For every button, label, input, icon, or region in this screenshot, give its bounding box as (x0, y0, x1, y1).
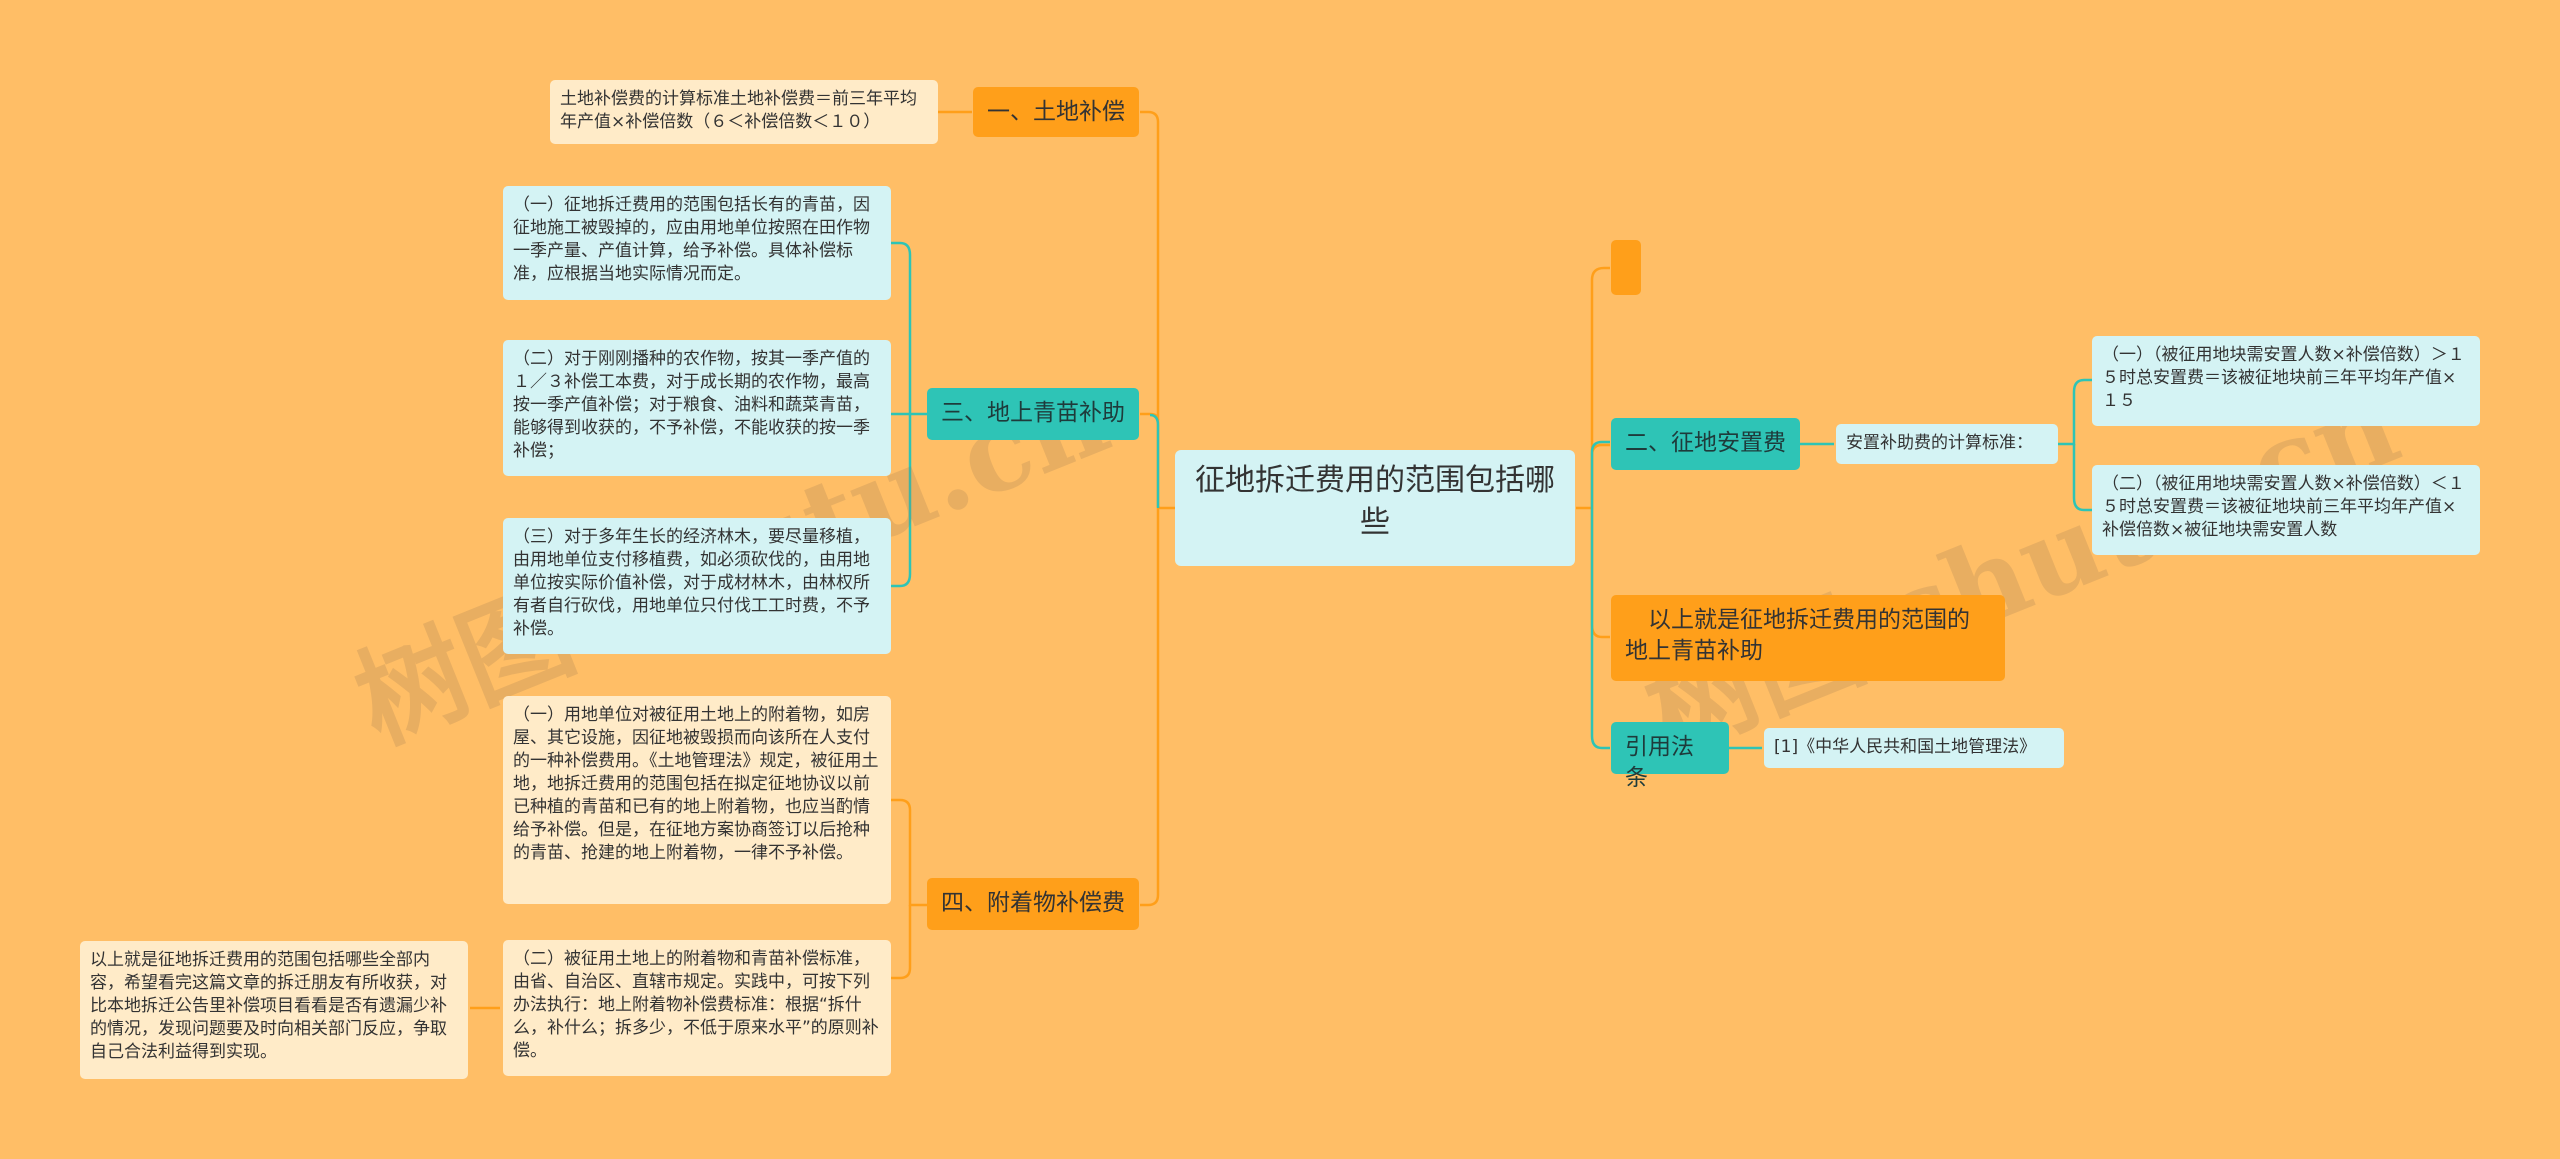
branch-cited-law[interactable]: 引用法条 (1611, 722, 1729, 791)
leaf-attachment-item-2[interactable]: （二）被征用土地上的附着物和青苗补偿标准，由省、自治区、直辖市规定。实践中，可按… (503, 940, 891, 1076)
central-topic[interactable]: 征地拆迁费用的范围包括哪些 (1175, 450, 1575, 566)
leaf-resettlement-case-2[interactable]: （二）（被征用地块需安置人数×补偿倍数）＜１５时总安置费＝该被征地块前三年平均年… (2092, 465, 2480, 555)
branch-resettlement-fee[interactable]: 二、征地安置费 (1611, 418, 1800, 470)
leaf-land-compensation-formula[interactable]: 土地补偿费的计算标准土地补偿费＝前三年平均年产值×补偿倍数（６＜补偿倍数＜１０） (550, 80, 938, 144)
branch-land-compensation[interactable]: 一、土地补偿 (973, 87, 1139, 137)
leaf-conclusion-note[interactable]: 以上就是征地拆迁费用的范围包括哪些全部内容，希望看完这篇文章的拆迁朋友有所收获，… (80, 941, 468, 1079)
leaf-land-management-law[interactable]: [1]《中华人民共和国土地管理法》 (1764, 728, 2064, 768)
leaf-crop-item-1[interactable]: （一）征地拆迁费用的范围包括长有的青苗，因征地施工被毁掉的，应由用地单位按照在田… (503, 186, 891, 300)
leaf-attachment-item-1[interactable]: （一）用地单位对被征用土地上的附着物，如房屋、其它设施，因征地被毁损而向该所在人… (503, 696, 891, 904)
leaf-crop-item-3[interactable]: （三）对于多年生长的经济林木，要尽量移植，由用地单位支付移植费，如必须砍伐的，由… (503, 518, 891, 654)
leaf-resettlement-standard[interactable]: 安置补助费的计算标准： (1836, 424, 2058, 464)
branch-summary[interactable]: 以上就是征地拆迁费用的范围的地上青苗补助 (1611, 595, 2005, 681)
branch-crop-compensation[interactable]: 三、地上青苗补助 (927, 388, 1139, 440)
branch-empty-node[interactable] (1611, 240, 1641, 295)
leaf-crop-item-2[interactable]: （二）对于刚刚播种的农作物，按其一季产值的１／３补偿工本费，对于成长期的农作物，… (503, 340, 891, 476)
branch-attachment-compensation[interactable]: 四、附着物补偿费 (927, 878, 1139, 930)
leaf-resettlement-case-1[interactable]: （一）（被征用地块需安置人数×补偿倍数）＞１５时总安置费＝该被征地块前三年平均年… (2092, 336, 2480, 426)
